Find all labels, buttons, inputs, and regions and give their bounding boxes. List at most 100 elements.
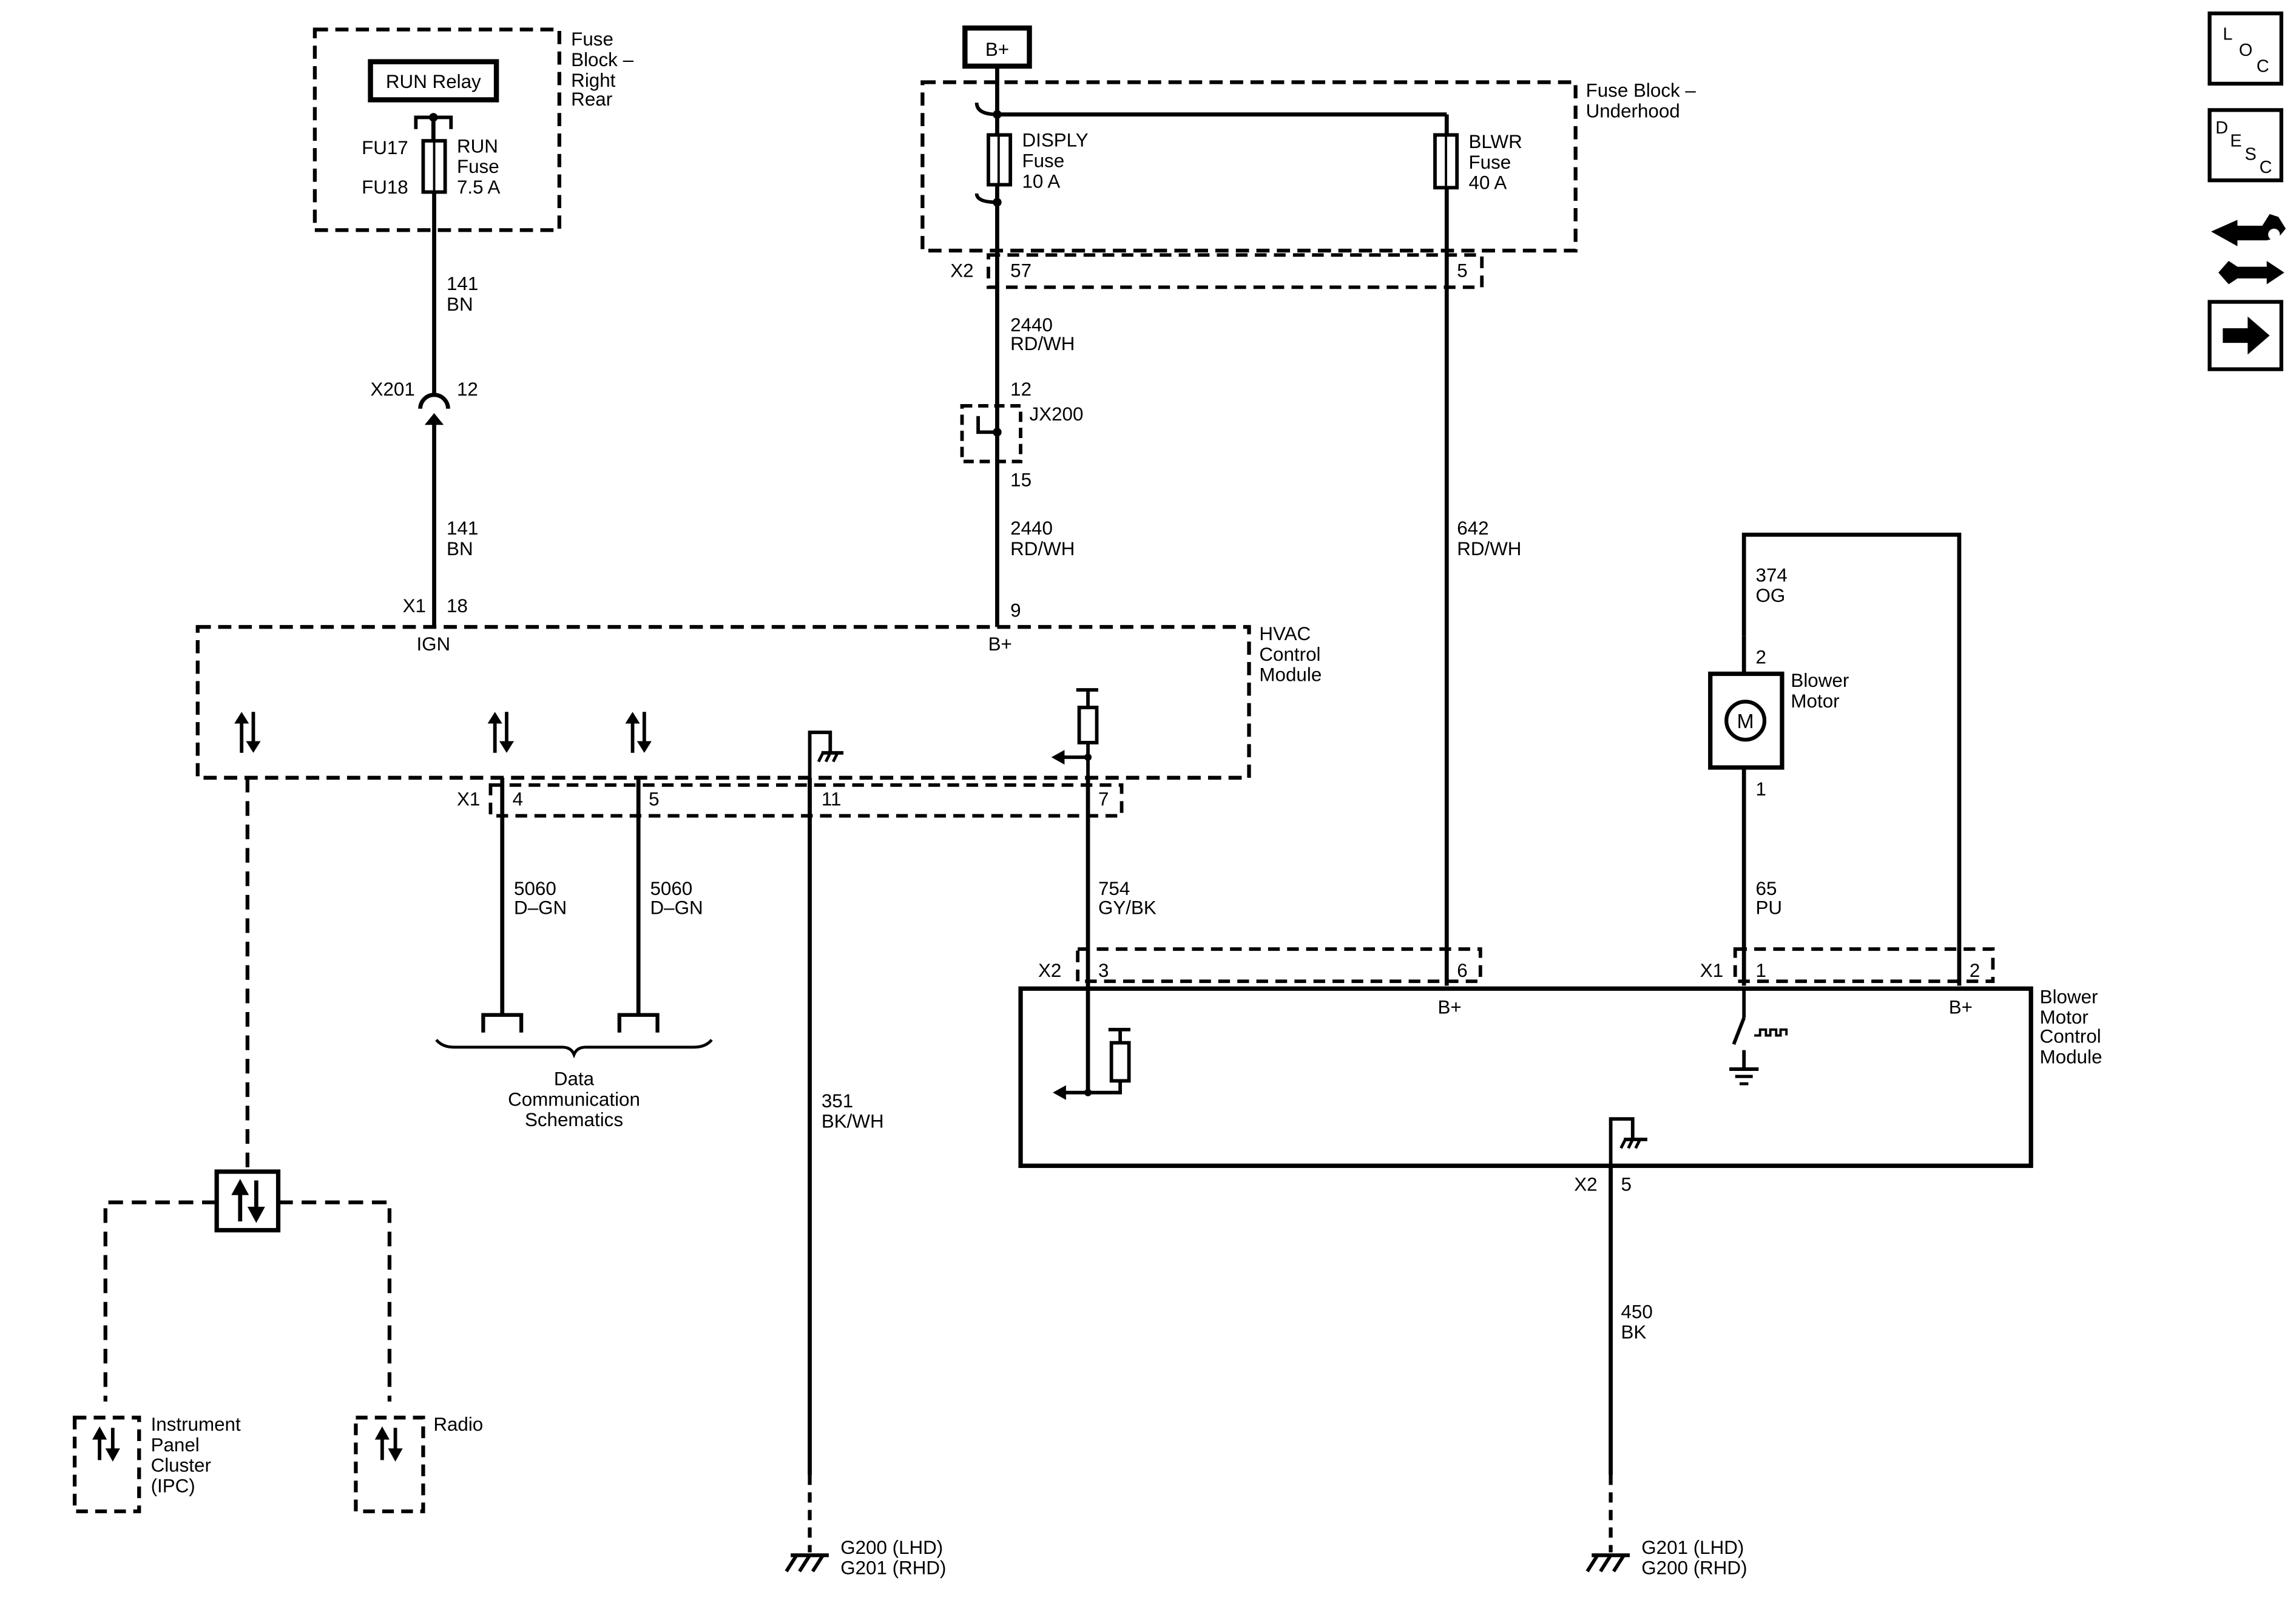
jx200-label: JX200: [1030, 403, 1084, 425]
data-comm-brace: [435, 1039, 713, 1059]
bmcm-ground-symbol: [1609, 1117, 1647, 1166]
arrow-right-icon: [2223, 316, 2270, 355]
connector-x1-hvac: [488, 783, 1124, 818]
wire-141-circuit-upper: 141: [447, 273, 478, 294]
wire-5060-a-circuit: 5060: [514, 878, 556, 899]
jx200-pin-bottom: 15: [1010, 470, 1032, 491]
hvac-pin-11: 11: [822, 789, 842, 810]
connector-x1-bmcm: [1733, 947, 1995, 984]
blower-motor-label-1: Blower: [1791, 670, 1849, 691]
run-relay-label: RUN Relay: [386, 71, 481, 92]
loc-button[interactable]: L O C: [2207, 11, 2284, 86]
fuse-block-rr-label-3: Right: [571, 70, 615, 91]
hvac-bplus-label: B+: [988, 633, 1012, 655]
ipc-label-1: Instrument: [151, 1414, 241, 1435]
wire-754-circuit: 754: [1098, 878, 1130, 899]
ground-right-label-2: G200 (RHD): [1641, 1558, 1747, 1579]
svg-text:O: O: [2239, 41, 2253, 60]
wire-2440-color-upper: RD/WH: [1010, 333, 1075, 354]
next-button[interactable]: [2207, 300, 2284, 371]
wire-141-color-upper: BN: [447, 294, 473, 315]
hvac-ign-label: IGN: [416, 633, 450, 655]
ground-right-label-1: G201 (LHD): [1641, 1537, 1744, 1558]
wire-5060-b-circuit: 5060: [650, 878, 692, 899]
svg-text:S: S: [2245, 144, 2257, 164]
svg-text:C: C: [2257, 57, 2269, 76]
tools-icon[interactable]: [2211, 214, 2286, 285]
bmcm-bplus-a: B+: [1438, 996, 1462, 1018]
wire-141-color-lower: BN: [447, 538, 473, 559]
wire-65-circuit: 65: [1756, 878, 1777, 899]
bmcm-label-3: Control: [2040, 1026, 2101, 1047]
ipc-label-4: (IPC): [151, 1475, 195, 1496]
fuse-block-rr-label-4: Rear: [571, 89, 612, 110]
x2-uh-pin-5: 5: [1457, 260, 1467, 281]
bmcm-pin-2: 2: [1970, 960, 1980, 981]
desc-button[interactable]: D E S C: [2207, 108, 2284, 183]
hvac-pin-5: 5: [649, 789, 659, 810]
blower-motor-pin-2: 2: [1756, 647, 1766, 668]
hvac-label-3: Module: [1259, 664, 1322, 686]
blower-motor-pin-1: 1: [1756, 778, 1766, 800]
fuse-block-uh-label-1: Fuse Block –: [1586, 80, 1697, 101]
data-comm-label-3: Schematics: [525, 1109, 623, 1130]
svg-text:L: L: [2223, 25, 2232, 44]
hvac-pin-9: 9: [1010, 599, 1021, 621]
wire-2440-circuit-upper: 2440: [1010, 314, 1053, 336]
x201-pin: 12: [457, 379, 478, 400]
fuse-block-uh-label-2: Underhood: [1586, 100, 1680, 121]
blower-motor-label-2: Motor: [1791, 690, 1839, 712]
x2-uh-pin-57: 57: [1010, 260, 1032, 281]
bmcm-label-2: Motor: [2040, 1007, 2088, 1028]
ipc-module: [72, 1416, 141, 1514]
radio-module: [354, 1416, 425, 1514]
ground-left-label-1: G200 (LHD): [840, 1537, 943, 1558]
wire-351-circuit: 351: [822, 1090, 853, 1112]
jx200-pin-top: 12: [1010, 379, 1032, 400]
bmcm-x2-label: X2: [1038, 960, 1061, 981]
blwr-fuse-label-3: 40 A: [1469, 172, 1507, 194]
wire-2440-circuit-lower: 2440: [1010, 518, 1053, 539]
hvac-ground-symbol: [808, 731, 844, 778]
ipc-label-2: Panel: [151, 1434, 200, 1456]
ground-g201-icon: [1585, 1553, 1630, 1573]
bmcm-pin-6: 6: [1457, 960, 1467, 981]
bmcm-bplus-b: B+: [1949, 996, 1973, 1018]
disply-fuse: [987, 114, 1013, 203]
hvac-label-2: Control: [1259, 644, 1320, 665]
hvac-x1-label: X1: [457, 789, 480, 810]
connector-x2-underhood: [987, 253, 1484, 289]
blwr-fuse: [1433, 133, 1459, 190]
run-fuse-label-1: RUN: [457, 135, 498, 157]
wire-141-circuit-lower: 141: [447, 518, 478, 539]
blower-motor-control-module: Blower Motor Control Module: [1018, 986, 2102, 1168]
hvac-pin-7: 7: [1098, 789, 1109, 810]
fu17-label: FU17: [362, 137, 408, 158]
x1-18-pin: 18: [447, 595, 468, 616]
bmcm-label-4: Module: [2040, 1046, 2102, 1067]
ground-g200-icon: [785, 1553, 829, 1573]
wire-374: [1741, 532, 1962, 986]
blwr-fuse-label-1: BLWR: [1469, 131, 1522, 152]
wire-374-circuit: 374: [1756, 564, 1788, 586]
motor-symbol: M: [1737, 710, 1754, 733]
blwr-fuse-label-2: Fuse: [1469, 152, 1511, 173]
wire-5060-a-color: D–GN: [514, 897, 567, 918]
run-fuse-label-2: Fuse: [457, 156, 499, 177]
wire-374-color: OG: [1756, 585, 1786, 606]
wire-642-circuit: 642: [1457, 518, 1488, 539]
x2-uh-label: X2: [950, 260, 973, 281]
wire-642-color: RD/WH: [1457, 538, 1521, 559]
svg-text:E: E: [2230, 132, 2241, 151]
data-link-terminal-a: [481, 1013, 524, 1033]
bmcm-pin-3: 3: [1098, 960, 1109, 981]
bmcm-pin-1: 1: [1756, 960, 1766, 981]
hvac-pullup-resistor: [1051, 688, 1099, 778]
x201-label: X201: [371, 379, 415, 400]
disply-fuse-label-2: Fuse: [1022, 150, 1064, 171]
serial-data-gateway-icon: [214, 1169, 281, 1233]
battery-label: B+: [985, 39, 1009, 60]
bmcm-x1-label: X1: [1700, 960, 1723, 981]
wire-2440-color-lower: RD/WH: [1010, 538, 1075, 559]
